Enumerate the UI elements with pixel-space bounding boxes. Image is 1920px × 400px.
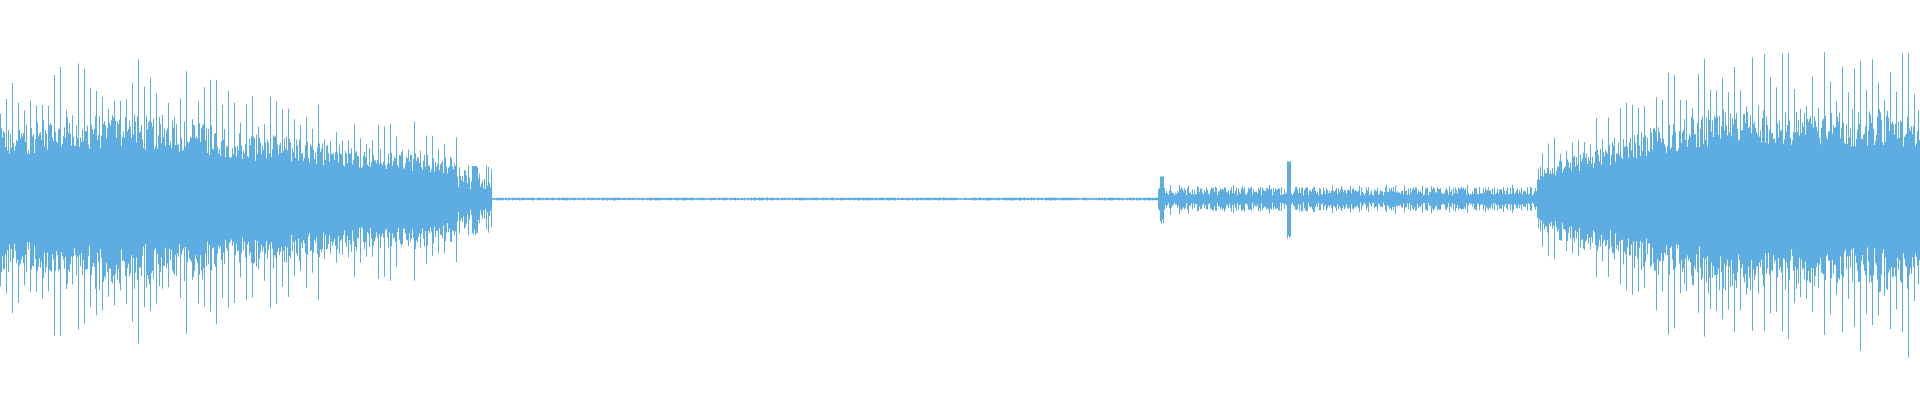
waveform-peaks	[0, 52, 1920, 358]
